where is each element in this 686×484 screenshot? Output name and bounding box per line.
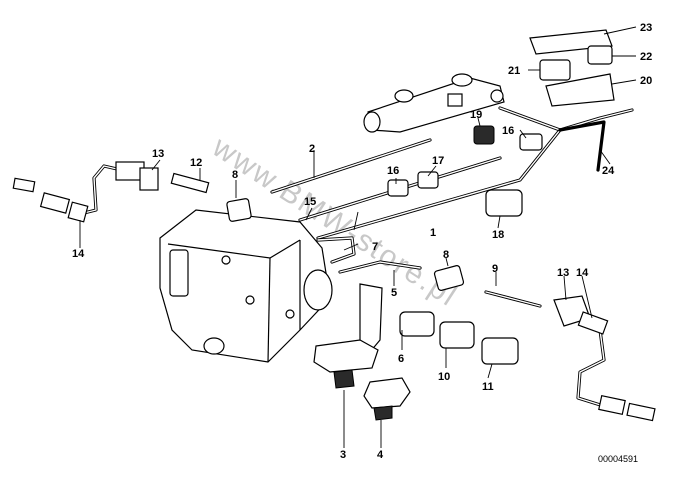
label-4: 4 [377,449,384,461]
label-24: 24 [602,165,615,177]
label-17: 17 [432,155,444,167]
label-1: 1 [430,227,436,239]
abs-hydraulic-unit [159,209,333,363]
label-14-left: 14 [72,248,85,260]
label-14-right: 14 [576,267,589,279]
label-21: 21 [508,65,520,77]
label-18: 18 [492,229,504,241]
pipe-holder-assembly [529,29,615,107]
label-6: 6 [398,353,404,365]
label-16-left: 16 [387,165,399,177]
label-5: 5 [391,287,397,299]
label-20: 20 [640,75,652,87]
right-hose-fittings [553,295,656,422]
label-13-left: 13 [152,148,164,160]
label-16-right: 16 [502,125,514,137]
label-19: 19 [470,109,482,121]
label-12: 12 [190,157,202,169]
label-22: 22 [640,51,652,63]
leader-lines [79,26,637,448]
pipe-clips [399,125,523,365]
part-labels: 1 2 3 4 5 6 7 8 8 9 10 11 12 13 13 14 14… [72,22,652,461]
label-8-left: 8 [232,169,238,181]
label-11: 11 [482,381,494,393]
label-8-right: 8 [443,249,449,261]
master-cylinder [363,73,505,133]
label-3: 3 [340,449,346,461]
label-2: 2 [309,143,315,155]
label-23: 23 [640,22,652,34]
label-10: 10 [438,371,450,383]
label-13-right: 13 [557,267,569,279]
left-hose-fittings [12,161,210,223]
union-pieces [226,133,543,291]
label-15: 15 [304,196,316,208]
diagram-reference-number: 00004591 [598,454,638,464]
label-7: 7 [372,241,378,253]
label-9: 9 [492,263,498,275]
mounting-brackets [313,283,411,421]
